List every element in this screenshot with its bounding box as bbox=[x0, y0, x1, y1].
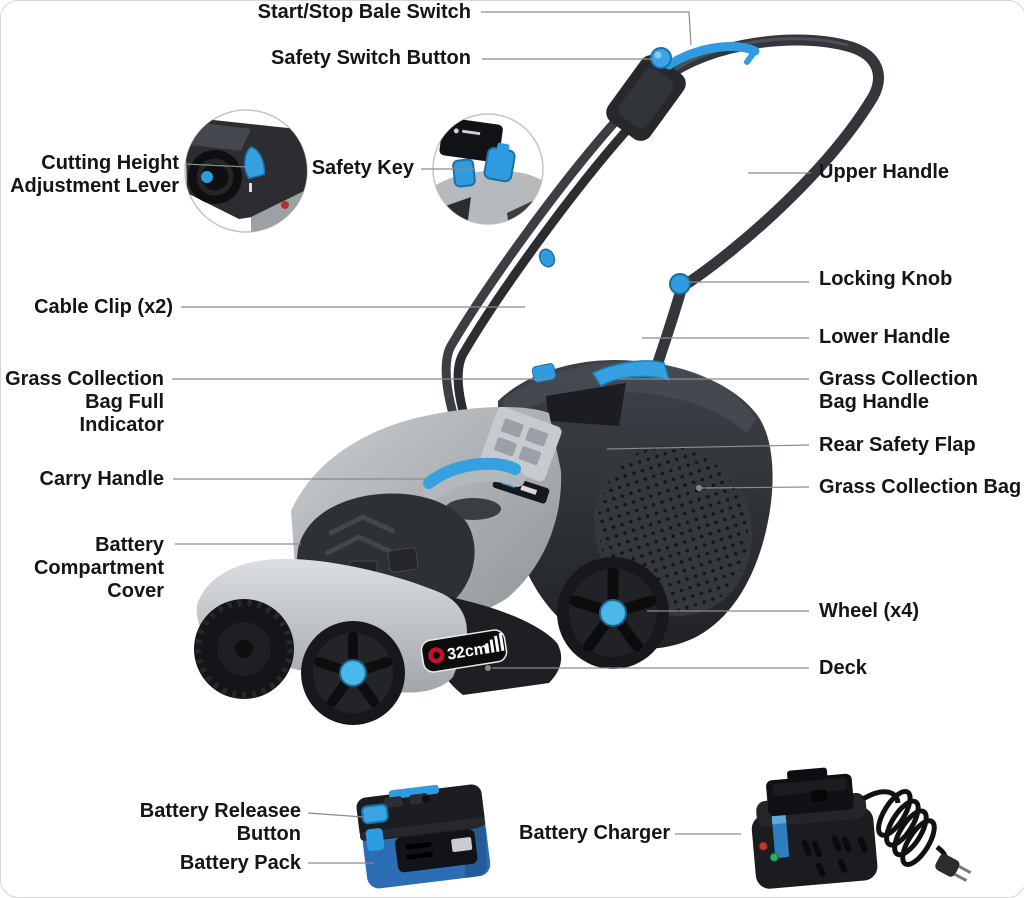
key-slot-housing bbox=[439, 117, 503, 163]
bale-switch-lever bbox=[664, 42, 760, 70]
charger-led-green bbox=[769, 852, 779, 862]
battery-pack-image bbox=[356, 784, 491, 889]
label-battery-compartment-cover: Battery Compartment Cover bbox=[33, 534, 164, 602]
info-label-patch bbox=[481, 406, 562, 482]
grass-bag-handle-part bbox=[591, 360, 671, 388]
safety-button-highlight bbox=[654, 51, 662, 59]
charger-led-red bbox=[758, 841, 768, 851]
label-safety-switch-button: Safety Switch Button bbox=[270, 47, 471, 69]
label-battery-pack: Battery Pack bbox=[179, 852, 301, 874]
safety-switch-button-part bbox=[650, 47, 672, 69]
front-wheel-hub-cap bbox=[339, 659, 367, 687]
label-lower-handle: Lower Handle bbox=[819, 326, 951, 348]
label-wheel: Wheel (x4) bbox=[819, 600, 920, 622]
label-cable-clip: Cable Clip (x2) bbox=[34, 296, 173, 318]
deck-badge-text: 32cm bbox=[446, 640, 489, 663]
bale-switch-hook bbox=[744, 48, 758, 65]
deck-size-badge: 32cm bbox=[420, 629, 508, 673]
charger-blue-label bbox=[771, 815, 790, 859]
label-upper-handle: Upper Handle bbox=[819, 161, 950, 183]
label-deck: Deck bbox=[819, 657, 867, 679]
rear-wheel-hub-cap bbox=[599, 599, 627, 627]
label-grass-collection-bag: Grass Collection Bag bbox=[819, 476, 1022, 498]
label-locking-knob: Locking Knob bbox=[819, 268, 953, 290]
front-left-wheel bbox=[194, 599, 294, 699]
callout-safety-key bbox=[432, 113, 544, 225]
label-grass-collection-bag-handle: Grass Collection Bag Handle bbox=[819, 368, 978, 413]
safety-key-part bbox=[483, 142, 516, 183]
callout-cutting-height bbox=[184, 109, 308, 233]
cutting-height-lever-part bbox=[243, 146, 266, 180]
cable-clip-part bbox=[538, 248, 556, 268]
handle-assembly bbox=[441, 34, 884, 460]
battery-charger-image bbox=[751, 767, 972, 889]
carry-handle-part bbox=[423, 457, 521, 489]
wheels bbox=[194, 557, 669, 725]
label-rear-safety-flap: Rear Safety Flap bbox=[819, 434, 976, 456]
label-cutting-height-adjustment-lever: Cutting Height Adjustment Lever bbox=[10, 152, 179, 197]
label-carry-handle: Carry Handle bbox=[39, 468, 165, 490]
bag-full-indicator-part bbox=[531, 363, 557, 383]
height-adjust-knob bbox=[188, 150, 242, 204]
front-right-wheel bbox=[301, 621, 405, 725]
label-safety-key: Safety Key bbox=[311, 157, 414, 179]
battery-top-blue-strip bbox=[388, 784, 439, 800]
power-plug bbox=[935, 853, 972, 882]
rear-wheel bbox=[557, 557, 669, 669]
lower-handle-tube bbox=[441, 108, 628, 458]
switch-housing bbox=[606, 55, 686, 141]
label-grass-collection-bag-full-indicator: Grass Collection Bag Full Indicator bbox=[5, 368, 164, 436]
safety-key-small bbox=[452, 158, 476, 188]
label-battery-release-button: Battery Releasee Button bbox=[139, 800, 301, 845]
carry-handle-grip-gray bbox=[423, 465, 525, 501]
grass-collection-bag-part bbox=[498, 359, 773, 650]
battery-release-button-part bbox=[360, 803, 389, 825]
leader-lines bbox=[172, 11, 811, 864]
label-battery-charger: Battery Charger bbox=[519, 822, 671, 844]
label-start-stop-bale-switch: Start/Stop Bale Switch bbox=[257, 1, 471, 23]
rear-safety-flap-part bbox=[546, 383, 626, 426]
locking-knob-part bbox=[669, 273, 691, 295]
